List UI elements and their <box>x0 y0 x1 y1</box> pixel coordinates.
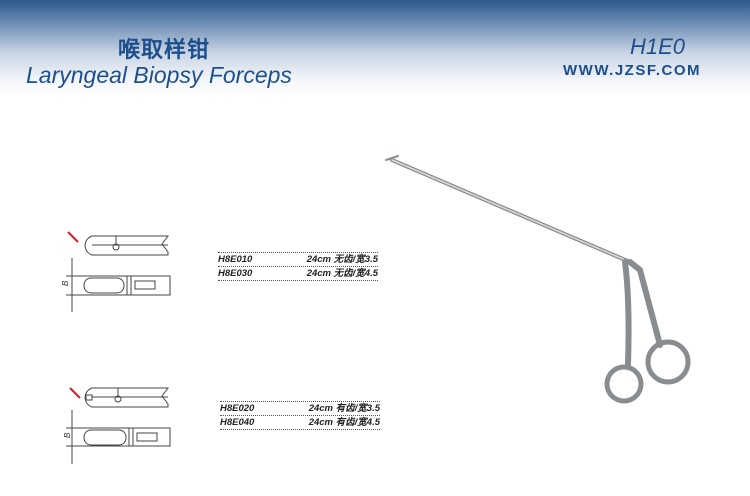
tip-diagram-smooth <box>66 231 171 312</box>
dimension-label-b: B <box>61 280 70 286</box>
spec-desc: 24cm 有齿/宽4.5 <box>308 417 380 428</box>
spec-desc: 24cm 有齿/宽3.5 <box>308 403 380 414</box>
dimension-label-b-2: B <box>63 432 72 438</box>
spec-code: H8E040 <box>220 417 255 428</box>
spec-row: H8E030 24cm 无齿/宽4.5 <box>218 266 378 281</box>
pointer-arrow-icon <box>67 231 79 243</box>
title-cn: 喉取样钳 <box>118 38 211 63</box>
spec-desc: 24cm 无齿/宽4.5 <box>306 268 378 279</box>
spec-row: H8E020 24cm 有齿/宽3.5 <box>220 401 380 415</box>
spec-table-smooth: H8E010 24cm 无齿/宽3.5 H8E030 24cm 无齿/宽4.5 <box>218 252 378 281</box>
website-url: WWW.JZSF.COM <box>563 62 701 79</box>
spec-row: H8E040 24cm 有齿/宽4.5 <box>220 415 380 430</box>
spec-code: H8E010 <box>218 254 253 265</box>
forceps-image <box>385 155 691 404</box>
spec-code: H8E020 <box>220 403 255 414</box>
pointer-arrow-icon <box>69 387 81 399</box>
spec-row: H8E010 24cm 无齿/宽3.5 <box>218 252 378 266</box>
header-banner: 喉取样钳 Laryngeal Biopsy Forceps H1E0 WWW.J… <box>0 0 750 96</box>
tip-diagram-toothed <box>66 387 171 464</box>
spec-code: H8E030 <box>218 268 253 279</box>
spec-table-toothed: H8E020 24cm 有齿/宽3.5 H8E040 24cm 有齿/宽4.5 <box>220 401 380 430</box>
product-code: H1E0 <box>630 34 686 59</box>
spec-desc: 24cm 无齿/宽3.5 <box>306 254 378 265</box>
title-en: Laryngeal Biopsy Forceps <box>26 62 292 88</box>
